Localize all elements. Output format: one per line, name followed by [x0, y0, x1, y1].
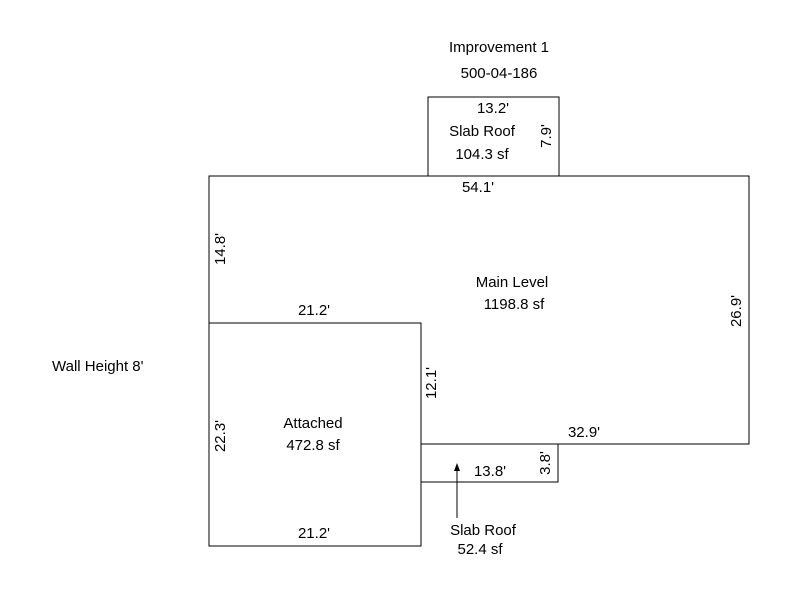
main-level-dim-bottom: 32.9' — [568, 424, 600, 441]
main-level-dim-top: 54.1' — [462, 179, 494, 196]
slab-roof-top-dim-side: 7.9' — [538, 124, 555, 148]
attached-dim-top: 21.2' — [298, 302, 330, 319]
improvement-title: Improvement 1 — [449, 39, 549, 56]
slab-roof-bottom-label: Slab Roof — [450, 522, 517, 539]
parcel-id: 500-04-186 — [461, 65, 538, 82]
main-level-dim-left: 14.8' — [212, 233, 229, 265]
slab-roof-bottom-area: 52.4 sf — [457, 541, 503, 558]
main-level-dim-inner-vertical: 12.1' — [423, 367, 440, 399]
attached-dim-left: 22.3' — [212, 420, 229, 452]
wall-height-label: Wall Height 8' — [52, 358, 144, 375]
main-level-area: 1198.8 sf — [484, 296, 545, 313]
slab-roof-bottom-dim-side: 3.8' — [537, 451, 554, 475]
attached-dim-bottom: 21.2' — [298, 525, 330, 542]
slab-roof-bottom-dim-bottom: 13.8' — [474, 463, 506, 480]
slab-roof-top-dim-top: 13.2' — [477, 100, 509, 117]
main-level-outline — [208, 175, 750, 445]
slab-roof-bottom-outline — [421, 444, 559, 483]
main-level-label: Main Level — [476, 274, 549, 291]
slab-roof-top-area: 104.3 sf — [455, 146, 509, 163]
attached-area: 472.8 sf — [286, 437, 340, 454]
attached-outline — [208, 322, 422, 547]
attached-label: Attached — [283, 415, 342, 432]
slab-roof-top-label: Slab Roof — [449, 123, 516, 140]
main-level-dim-right: 26.9' — [728, 295, 745, 327]
slab-roof-pointer-arrowhead-icon — [454, 463, 460, 471]
